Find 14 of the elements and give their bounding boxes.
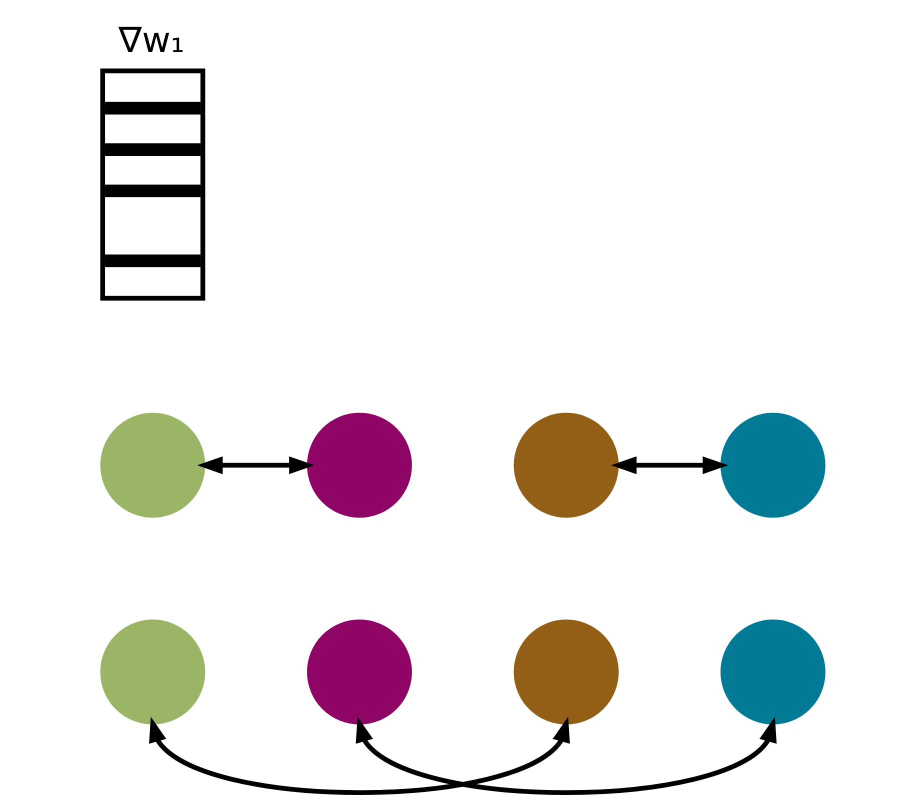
node-circle bbox=[100, 412, 206, 518]
node-circle bbox=[514, 412, 619, 518]
node-circle bbox=[514, 620, 619, 724]
arrow bbox=[356, 716, 777, 795]
arrow bbox=[149, 716, 570, 795]
node-circle bbox=[720, 620, 826, 724]
arrow bbox=[611, 456, 728, 474]
arrow bbox=[197, 456, 315, 474]
node-circle bbox=[100, 620, 206, 724]
node-circle bbox=[307, 620, 412, 724]
node-label: ∇w₁ bbox=[118, 20, 185, 61]
node-box bbox=[100, 68, 206, 301]
node-circle bbox=[720, 412, 826, 518]
node-circle bbox=[307, 412, 412, 518]
